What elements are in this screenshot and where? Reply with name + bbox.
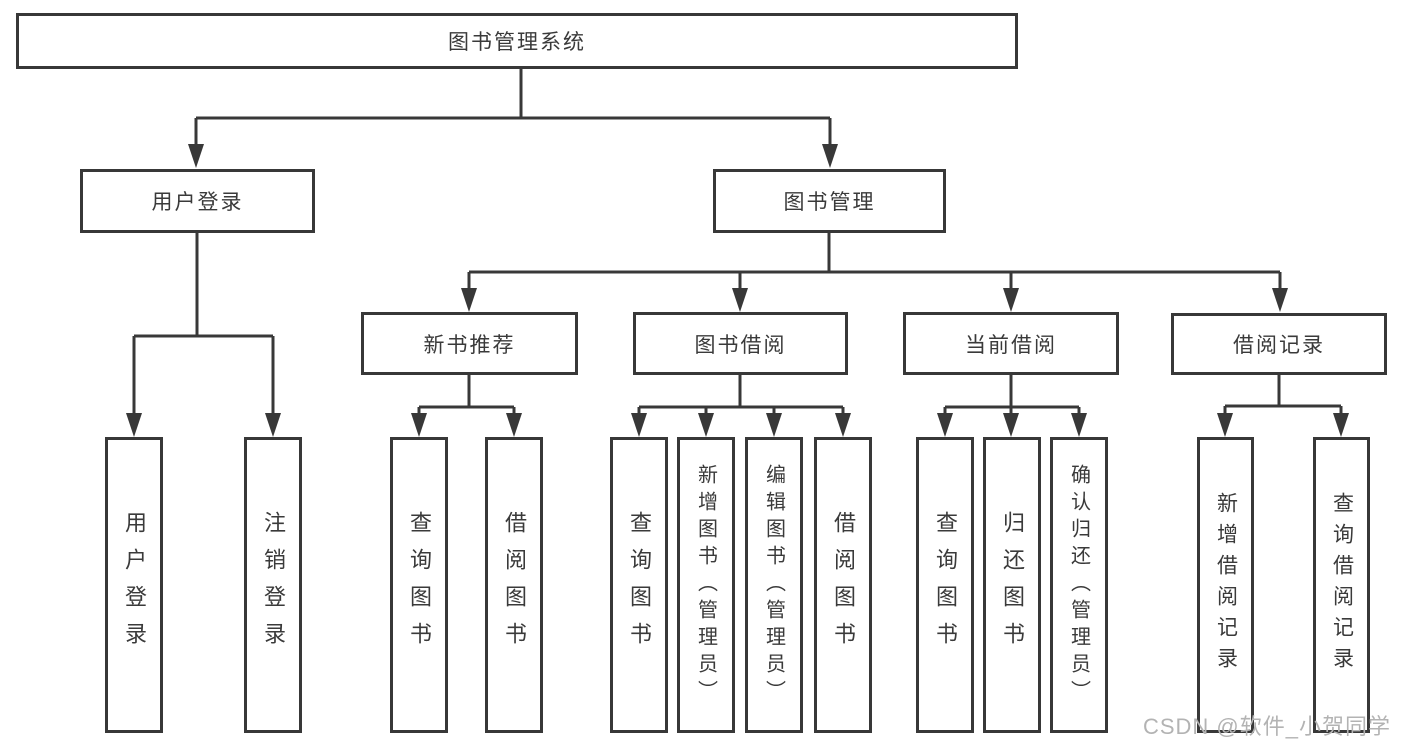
leaf-label: 新增借阅记录 xyxy=(1214,492,1238,678)
leaf-logout-login: 注销登录 xyxy=(244,437,302,733)
leaf-borrow-books-borrowing: 借阅图书 xyxy=(814,437,872,733)
leaf-edit-books-admin: 编辑图书（管理员） xyxy=(745,437,803,733)
leaf-label: 用户登录 xyxy=(122,511,147,659)
leaf-borrow-books-recommend: 借阅图书 xyxy=(485,437,543,733)
node-label: 借阅记录 xyxy=(1233,334,1325,357)
arrow-down-icons xyxy=(126,144,1349,437)
leaf-query-books-recommend: 查询图书 xyxy=(390,437,448,733)
leaf-confirm-return-admin: 确认归还（管理员） xyxy=(1050,437,1108,733)
leaf-label: 确认归还（管理员） xyxy=(1067,463,1090,707)
node-book-borrowing: 图书借阅 xyxy=(633,312,848,375)
leaf-label: 查询借阅记录 xyxy=(1330,492,1354,678)
leaf-label: 查询图书 xyxy=(407,511,432,659)
leaf-label: 借阅图书 xyxy=(502,511,527,659)
leaf-label: 查询图书 xyxy=(627,511,652,659)
leaf-add-borrow-record: 新增借阅记录 xyxy=(1197,437,1254,733)
node-new-book-recommendation: 新书推荐 xyxy=(361,312,578,375)
leaf-add-books-admin: 新增图书（管理员） xyxy=(677,437,735,733)
node-label: 图书借阅 xyxy=(694,333,787,357)
node-library-management-system: 图书管理系统 xyxy=(16,13,1018,69)
leaf-label: 编辑图书（管理员） xyxy=(762,463,785,707)
leaf-label: 归还图书 xyxy=(1000,511,1025,659)
leaf-label: 新增图书（管理员） xyxy=(694,463,717,707)
leaf-query-books-current: 查询图书 xyxy=(916,437,974,733)
node-label: 新书推荐 xyxy=(423,333,516,357)
node-current-borrowing: 当前借阅 xyxy=(903,312,1119,375)
leaf-user-login: 用户登录 xyxy=(105,437,163,733)
leaf-label: 查询图书 xyxy=(933,511,958,659)
node-label: 用户登录 xyxy=(151,191,244,214)
leaf-query-books-borrowing: 查询图书 xyxy=(610,437,668,733)
tree-edges xyxy=(126,69,1349,437)
node-user-login: 用户登录 xyxy=(80,169,315,233)
leaf-return-books: 归还图书 xyxy=(983,437,1041,733)
node-book-management: 图书管理 xyxy=(713,169,946,233)
node-label: 图书管理系统 xyxy=(448,31,586,54)
node-borrowing-records: 借阅记录 xyxy=(1171,313,1387,375)
leaf-label: 借阅图书 xyxy=(831,511,856,659)
watermark: CSDN @软件_小贺同学 xyxy=(1142,714,1391,739)
leaf-label: 注销登录 xyxy=(261,511,286,659)
node-label: 当前借阅 xyxy=(965,333,1057,357)
node-label: 图书管理 xyxy=(783,191,876,214)
leaf-query-borrow-record: 查询借阅记录 xyxy=(1313,437,1370,733)
